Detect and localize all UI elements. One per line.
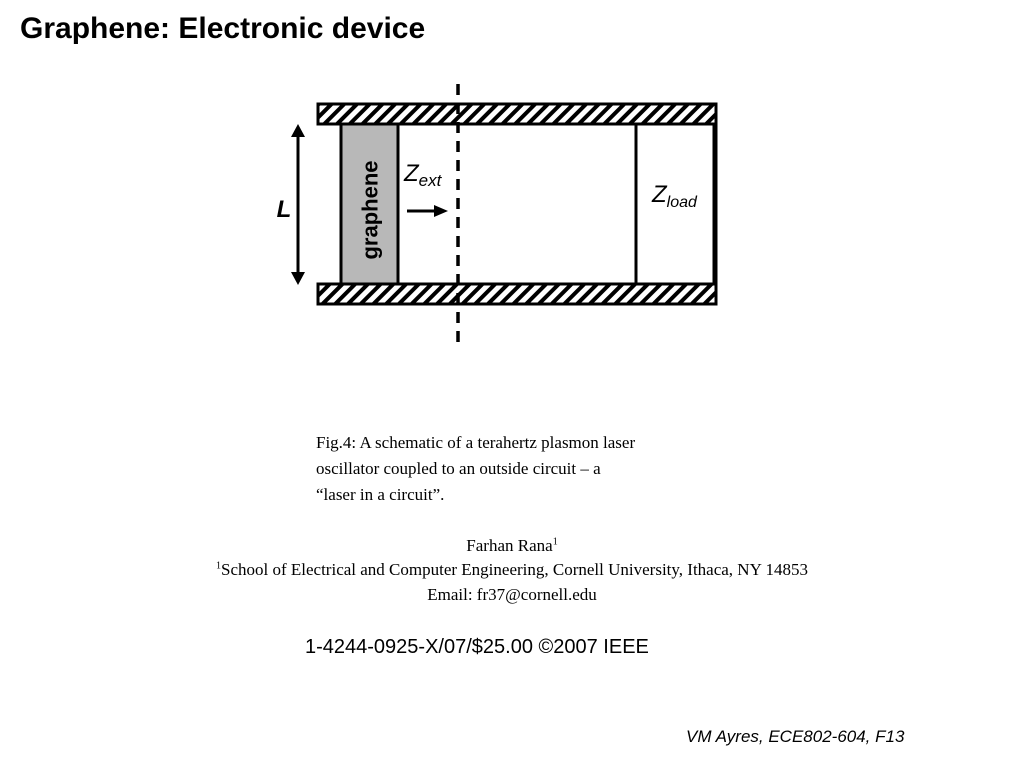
caption-line: “laser in a circuit”. [316, 485, 445, 504]
graphene-layer [339, 122, 400, 286]
top-plate [316, 102, 718, 126]
z-ext-label: Zext [403, 160, 443, 190]
author-affiliation: 1School of Electrical and Computer Engin… [0, 560, 1024, 580]
slide-footer: VM Ayres, ECE802-604, F13 [686, 727, 905, 746]
author-name-text: Farhan Rana [466, 536, 553, 555]
author-name: Farhan Rana1 [0, 536, 1024, 556]
caption-line: Fig.4: A schematic of a terahertz plasmo… [316, 433, 636, 452]
graphene-label: graphene [358, 160, 383, 259]
length-arrow-bottom-head [291, 272, 305, 285]
length-arrow-top-head [291, 124, 305, 137]
figure-caption: Fig.4: A schematic of a terahertz plasmo… [316, 430, 635, 508]
affiliation-text: School of Electrical and Computer Engine… [221, 560, 808, 579]
bottom-plate [316, 282, 718, 306]
author-superscript: 1 [552, 536, 558, 548]
length-label: L [277, 196, 292, 223]
slide-title: Graphene: Electronic device [20, 12, 426, 45]
z-load-label: Zload [651, 181, 698, 211]
z-ext-arrow-head [434, 205, 448, 217]
ieee-copyright: 1-4244-0925-X/07/$25.00 ©2007 IEEE [305, 636, 649, 658]
affiliation-superscript: 1 [216, 560, 221, 572]
laser-circuit-diagram: graphene L Zext Zload [277, 84, 718, 345]
caption-line: oscillator coupled to an outside circuit… [316, 459, 601, 478]
author-email: Email: fr37@cornell.edu [427, 585, 597, 604]
